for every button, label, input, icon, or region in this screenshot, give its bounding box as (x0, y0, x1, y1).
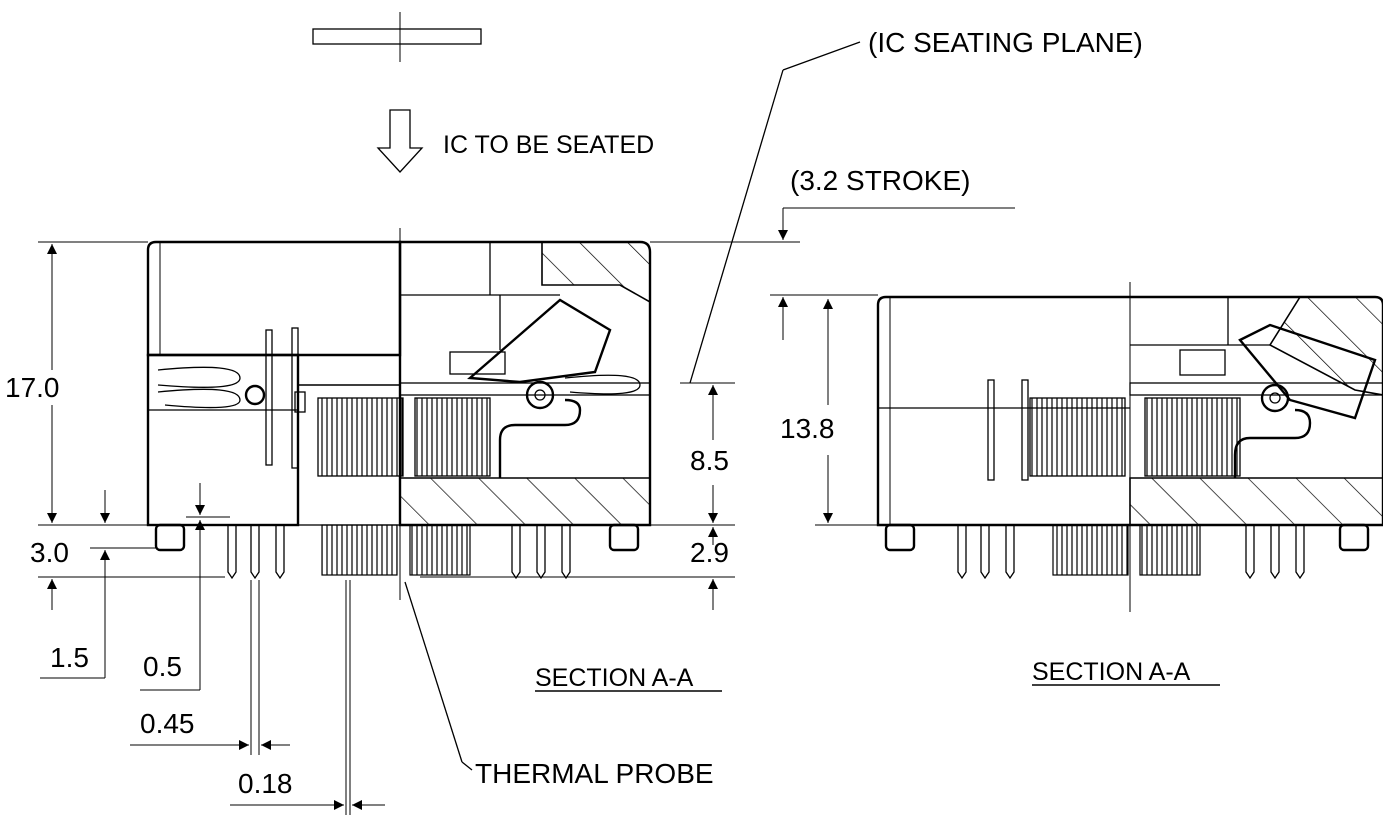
right-socket-section (876, 282, 1383, 612)
section-right-label: SECTION A-A (1032, 658, 1191, 686)
dim-0-45: 0.45 (140, 708, 195, 739)
dimension-lines (38, 41, 1015, 815)
ic-seating-plane-label: (IC SEATING PLANE) (868, 27, 1143, 58)
ic-to-be-seated-label: IC TO BE SEATED (443, 131, 654, 159)
section-left-label: SECTION A-A (535, 664, 694, 692)
dim-3-0: 3.0 (30, 537, 69, 568)
dim-13-8: 13.8 (780, 413, 835, 444)
dim-8-5: 8.5 (690, 445, 729, 476)
down-arrow-icon (376, 109, 424, 173)
thermal-probe-label: THERMAL PROBE (475, 758, 714, 789)
dim-0-18: 0.18 (238, 768, 293, 799)
stroke-label: (3.2 STROKE) (790, 165, 970, 196)
dim-1-5: 1.5 (50, 642, 89, 673)
left-socket-section (146, 228, 652, 600)
dim-17-0: 17.0 (5, 372, 60, 403)
dim-0-5: 0.5 (143, 651, 182, 682)
dim-2-9: 2.9 (690, 537, 729, 568)
ic-chip (312, 12, 482, 62)
